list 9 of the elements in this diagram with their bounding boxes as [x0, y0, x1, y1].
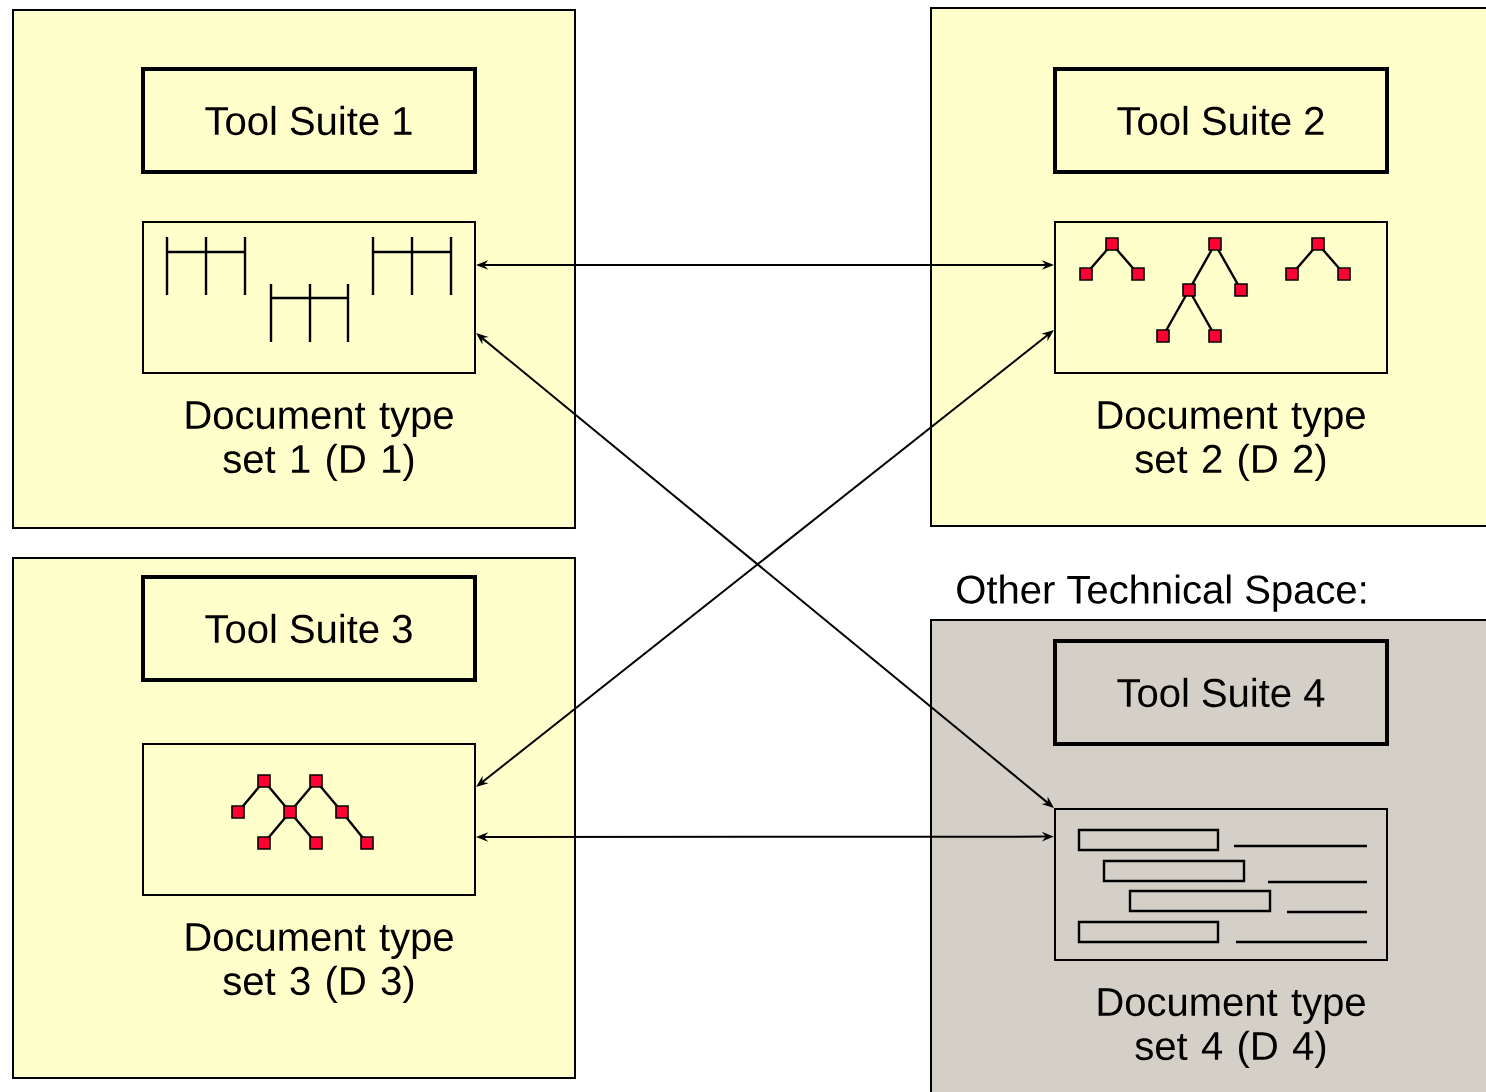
tool-suite-box: Tool Suite 3 [141, 575, 477, 682]
tool-suite-box: Tool Suite 1 [141, 67, 477, 174]
document-label: Document type set 3 (D 3) [186, 923, 453, 1004]
document-label: Document type set 2 (D 2) [1098, 401, 1365, 482]
space-label: Other Technical Space: [957, 574, 1366, 612]
document-label: Document type set 1 (D 1) [186, 401, 453, 482]
tool-suite-box: Tool Suite 2 [1053, 67, 1389, 174]
tool-suite-box: Tool Suite 4 [1053, 639, 1389, 746]
document-label: Document type set 4 (D 4) [1098, 988, 1365, 1069]
